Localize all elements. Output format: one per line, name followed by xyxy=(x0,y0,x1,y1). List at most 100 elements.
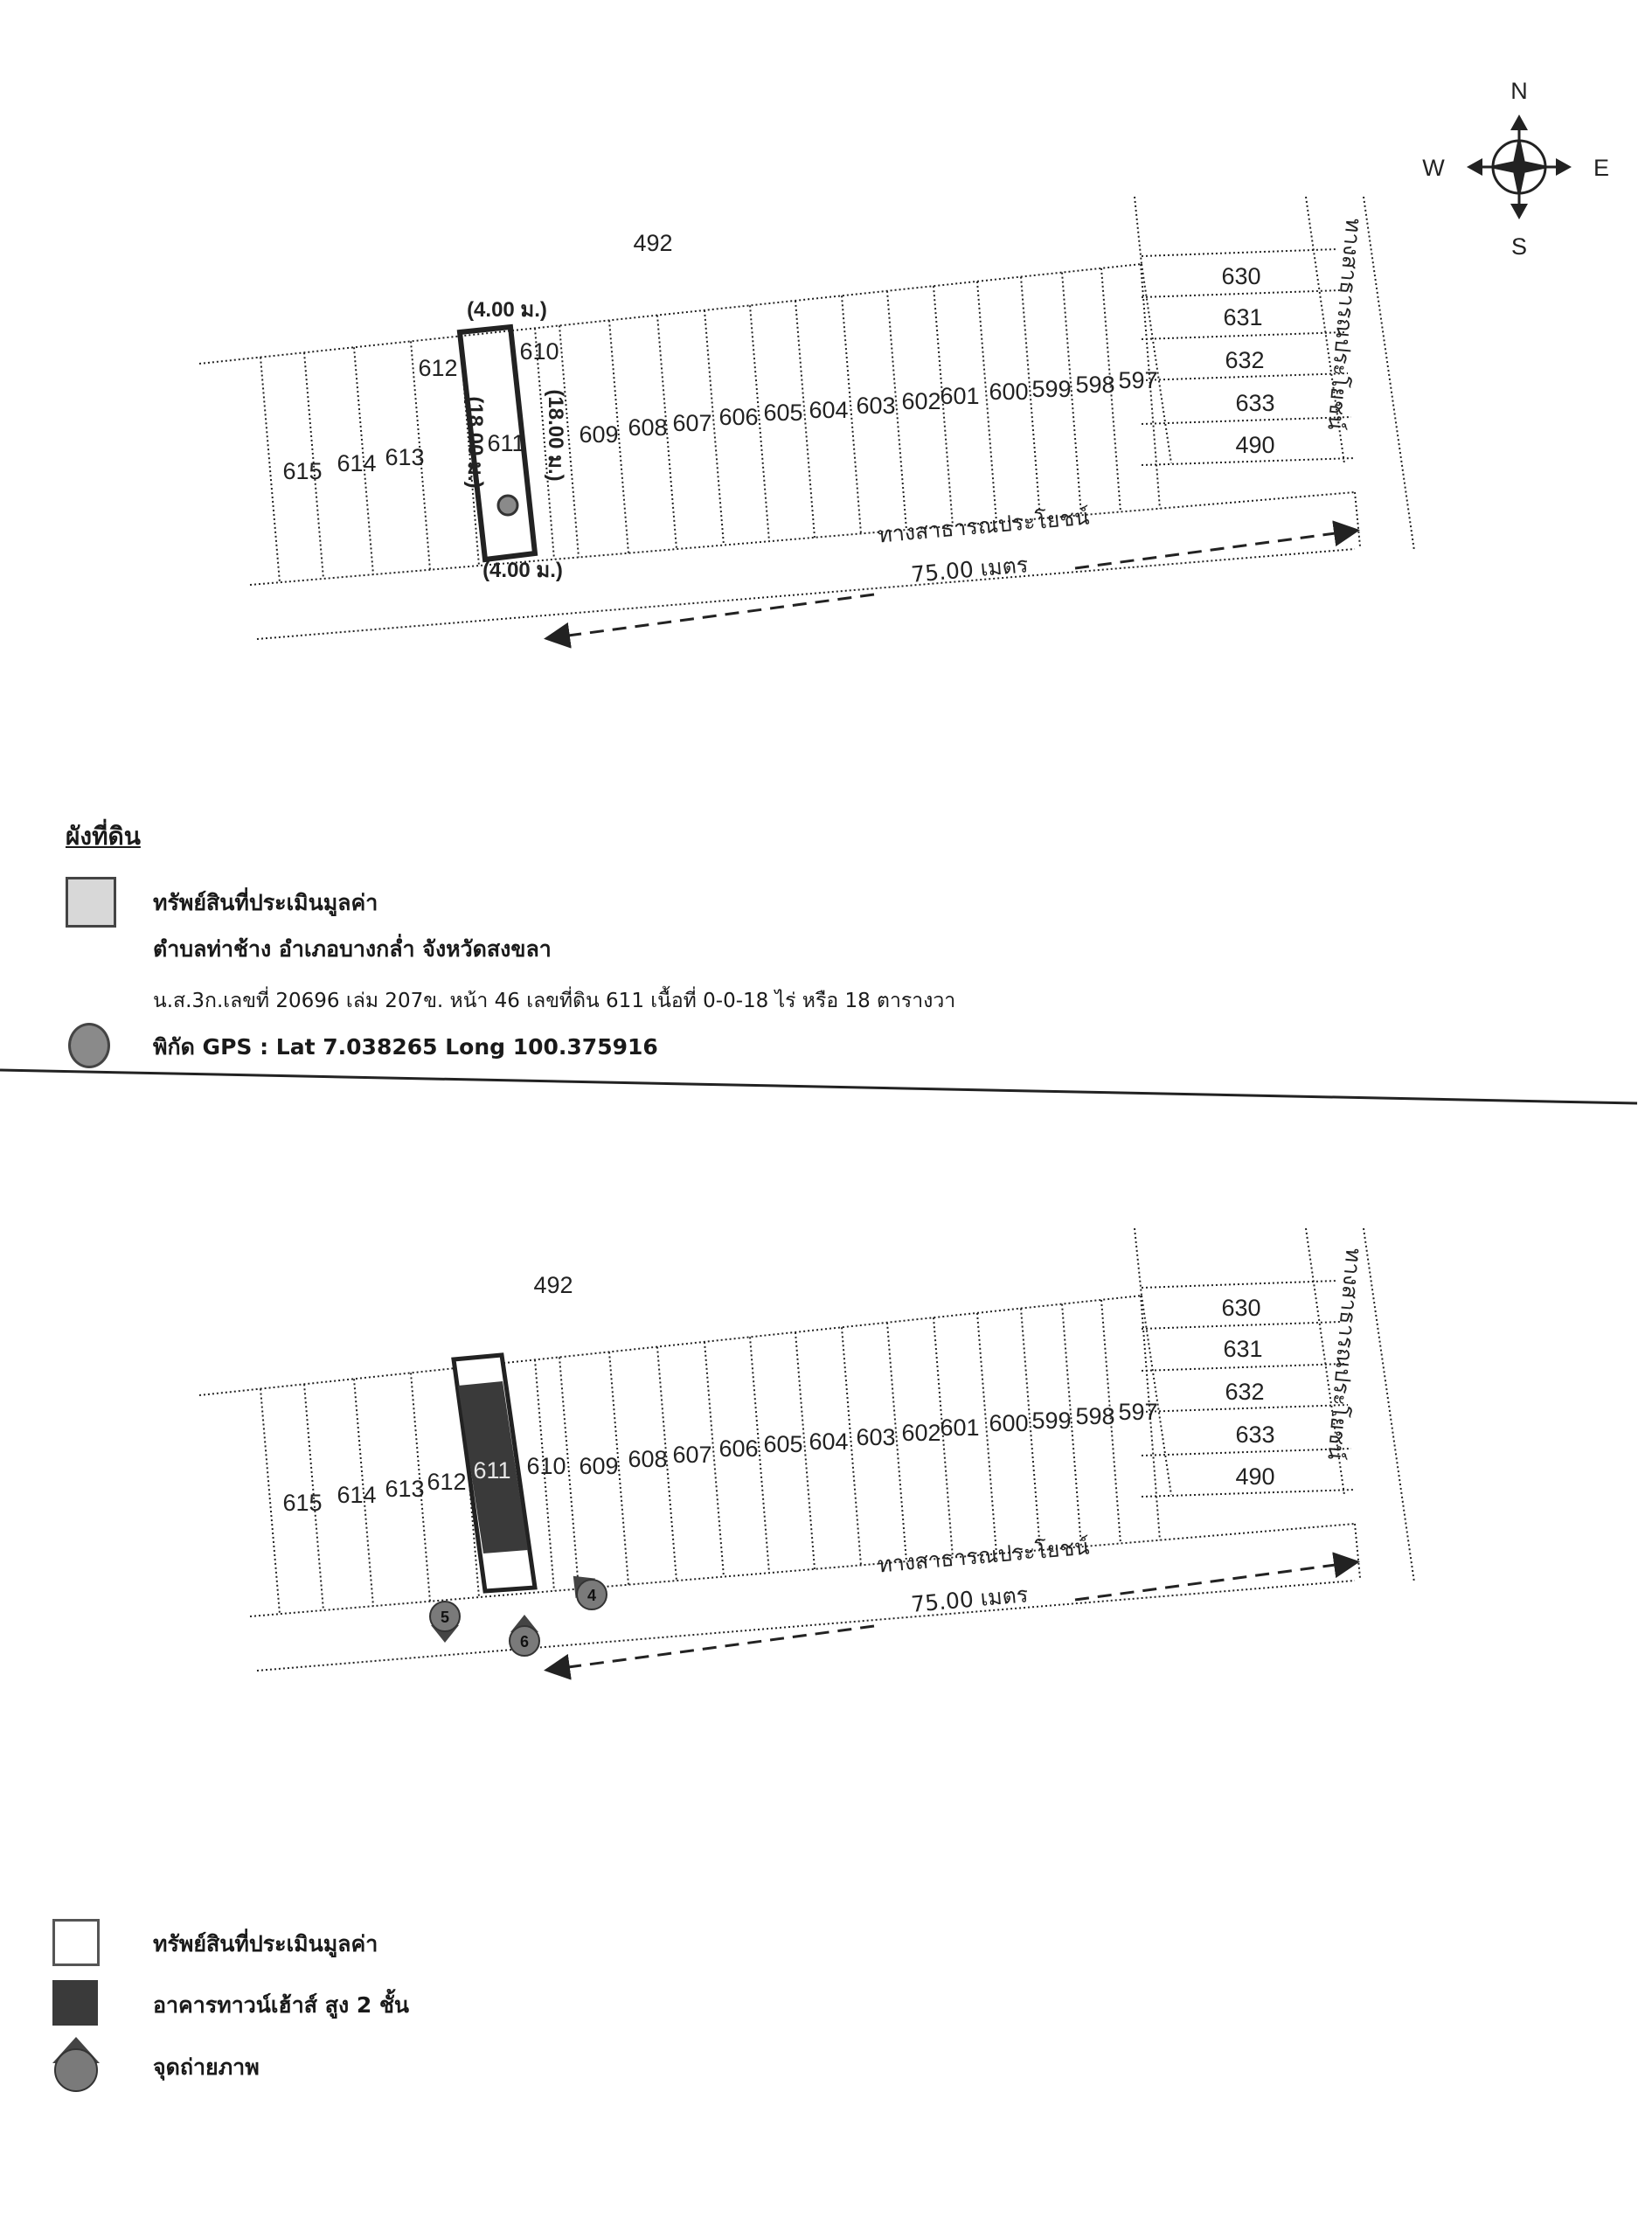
compass-w: W xyxy=(1422,155,1445,181)
width-top-label: (4.00 ม.) xyxy=(467,298,547,322)
lot-number-607: 607 xyxy=(672,410,711,436)
lot-number-599: 599 xyxy=(1031,376,1071,402)
side-road-edge xyxy=(1363,1227,1415,1583)
right-lot-line xyxy=(1141,1280,1338,1289)
lot-boundary-top xyxy=(198,263,1142,365)
lot-divider xyxy=(260,357,281,583)
lot-number-603: 603 xyxy=(856,1424,895,1450)
right-lot-line xyxy=(1141,1404,1349,1413)
gps-text: พิกัด GPS : Lat 7.038265 Long 100.375916 xyxy=(153,1034,658,1060)
lot-divider xyxy=(1061,272,1082,516)
photo-point-marker: 6 xyxy=(509,1615,540,1657)
north-parcel-label: 492 xyxy=(633,230,672,256)
legend-heading: ผังที่ดิน xyxy=(66,822,141,851)
lot-number-600: 600 xyxy=(989,379,1028,405)
townhouse-building xyxy=(458,1381,528,1553)
lot-number-602: 602 xyxy=(901,1420,941,1446)
lot-number-631: 631 xyxy=(1223,1336,1262,1362)
road-label: ทางสาธารณประโยชน์ xyxy=(877,1533,1091,1577)
right-lot-line xyxy=(1141,248,1338,257)
lot-number-607: 607 xyxy=(672,1442,711,1468)
side-road-label: ทางสาธารณประโยชน์ xyxy=(1322,1248,1366,1462)
lot-number-606: 606 xyxy=(718,404,758,430)
photo-point-icon xyxy=(52,2037,100,2092)
lot-number-614: 614 xyxy=(337,1482,376,1508)
lot-number-604: 604 xyxy=(809,1428,848,1455)
photo-point-marker: 4 xyxy=(573,1575,607,1610)
photo-point-number: 6 xyxy=(520,1633,529,1651)
distance-label: 75.00 เมตร xyxy=(910,552,1029,587)
lot-divider xyxy=(1100,268,1121,512)
road-edge xyxy=(256,1580,1356,1672)
gps-point-icon xyxy=(496,494,519,517)
lot-divider xyxy=(749,1337,770,1574)
lot-number-598: 598 xyxy=(1075,1403,1114,1429)
lot-number-631: 631 xyxy=(1223,304,1262,330)
right-lot-line xyxy=(1141,289,1342,298)
road-end xyxy=(1354,491,1361,547)
photo-point-label: จุดถ่ายภาพ xyxy=(153,2054,260,2080)
lot-number-632: 632 xyxy=(1225,347,1264,373)
location-text: ตำบลท่าช้าง อำเภอบางกล่ำ จังหวัดสงขลา xyxy=(153,936,552,962)
lot-number-611: 611 xyxy=(473,1457,510,1484)
lot-divider xyxy=(795,1331,816,1569)
lot-number-598: 598 xyxy=(1075,372,1114,398)
depth-right-label: (18.00 ม.) xyxy=(544,389,567,481)
lot-divider xyxy=(353,1379,374,1607)
right-lot-line xyxy=(1141,1448,1352,1456)
lot-number-490: 490 xyxy=(1235,1463,1274,1490)
lot-boundary-bottom xyxy=(249,491,1356,586)
lot-number-603: 603 xyxy=(856,393,895,419)
road-label: ทางสาธารณประโยชน์ xyxy=(877,504,1091,547)
lot-number-615: 615 xyxy=(282,1490,322,1516)
lot-divider xyxy=(1100,1299,1121,1544)
lot-number-612: 612 xyxy=(427,1469,466,1495)
lot-number-614: 614 xyxy=(337,450,376,476)
lot-divider xyxy=(795,300,816,538)
distance-arrow-right xyxy=(1074,520,1360,570)
depth-left-label: (18.00 ม.) xyxy=(463,396,487,488)
lot-number-604: 604 xyxy=(809,397,848,423)
building-swatch xyxy=(52,1980,98,2026)
assessed-parcel-outline xyxy=(456,323,538,563)
asset-label: ทรัพย์สินที่ประเมินมูลค่า xyxy=(153,890,378,915)
lot-divider xyxy=(886,1322,907,1562)
lot-divider xyxy=(559,325,580,558)
side-road-edge xyxy=(1363,196,1415,552)
north-parcel-label: 492 xyxy=(533,1272,573,1298)
right-lot-line xyxy=(1141,1295,1172,1496)
lot-number-600: 600 xyxy=(989,1410,1028,1436)
lot-number-613: 613 xyxy=(385,444,424,470)
distance-arrow-left xyxy=(544,1624,875,1680)
right-lot-line xyxy=(1141,372,1349,381)
lot-divider xyxy=(410,341,431,570)
lot-divider xyxy=(534,328,555,560)
lot-number-606: 606 xyxy=(718,1435,758,1462)
lot-number-602: 602 xyxy=(901,388,941,414)
lot-divider xyxy=(933,1317,954,1558)
photo-point-marker: 5 xyxy=(429,1601,461,1643)
width-bottom-label: (4.00 ม.) xyxy=(482,559,563,582)
lot-number-613: 613 xyxy=(385,1476,424,1502)
lot-number-597: 597 xyxy=(1118,367,1157,393)
lot-divider xyxy=(976,1312,997,1554)
side-road-edge xyxy=(1305,196,1345,464)
lot-divider xyxy=(1020,276,1041,519)
distance-arrow-right xyxy=(1074,1552,1360,1602)
road-end xyxy=(1354,1523,1361,1579)
lot-divider xyxy=(534,1359,555,1591)
lot-divider xyxy=(749,305,770,542)
lot-number-490: 490 xyxy=(1235,432,1274,458)
lot-number-605: 605 xyxy=(763,1431,802,1457)
lot-divider xyxy=(559,1357,580,1589)
lot-divider xyxy=(1134,1227,1142,1296)
distance-label: 75.00 เมตร xyxy=(910,1581,1029,1617)
lot-divider xyxy=(1134,196,1142,265)
right-lot-line xyxy=(1141,331,1345,340)
compass-s: S xyxy=(1511,233,1527,260)
lot-boundary-bottom xyxy=(249,1523,1356,1617)
right-lot-line xyxy=(1141,416,1352,425)
